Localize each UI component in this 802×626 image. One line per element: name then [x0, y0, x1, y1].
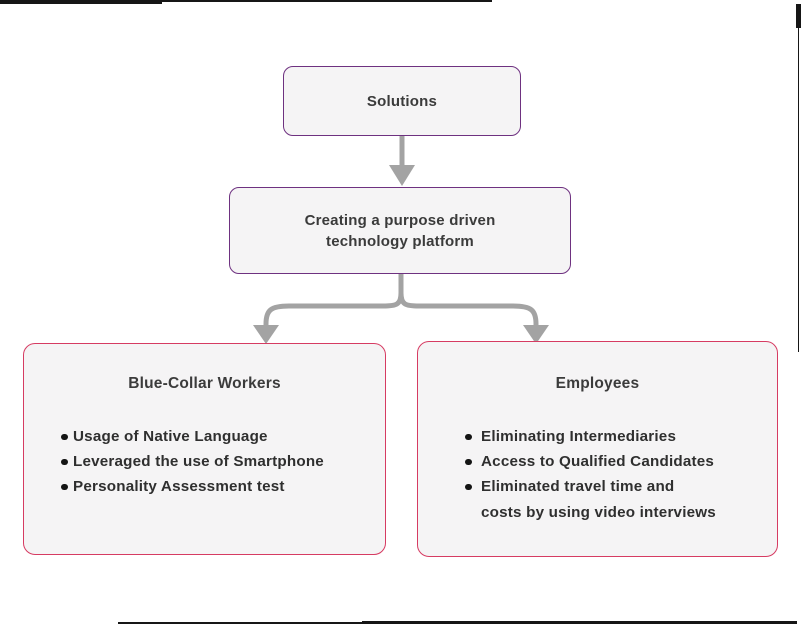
branch-curve-right: [398, 292, 539, 327]
bullet-item: Leveraged the use of Smartphone: [24, 449, 385, 474]
bullet-item: Eliminated travel time and costs by usin…: [418, 474, 777, 524]
crop-artifact-top-line-thin: [162, 0, 492, 2]
bullet-item: Eliminating Intermediaries: [418, 424, 777, 449]
platform-node: Creating a purpose driven technology pla…: [229, 187, 571, 274]
solutions-node: Solutions: [283, 66, 521, 136]
platform-label-line1: Creating a purpose driven: [304, 211, 496, 229]
crop-artifact-top-line-thick: [0, 0, 162, 4]
crop-artifact-right-line: [797, 28, 799, 352]
bullet-item: Access to Qualified Candidates: [418, 449, 777, 474]
employees-title: Employees: [555, 375, 640, 392]
blue-collar-workers-title: Blue-Collar Workers: [128, 375, 281, 392]
crop-artifact-bottom-line-thick: [362, 621, 797, 624]
solutions-label: Solutions: [366, 92, 438, 110]
crop-artifact-right-bar: [796, 4, 801, 28]
blue-collar-workers-panel: Blue-Collar Workers Usage of Native Lang…: [23, 343, 386, 555]
bullet-item: Usage of Native Language: [24, 424, 385, 449]
bullet-item: Personality Assessment test: [24, 474, 385, 499]
crop-artifact-bottom-line-thin: [118, 622, 362, 624]
arrow-solutions-to-platform-head: [389, 165, 415, 186]
platform-label-line2: technology platform: [326, 232, 474, 250]
branch-curve-left: [263, 292, 404, 327]
arrow-to-blue-collar-head: [253, 325, 279, 344]
